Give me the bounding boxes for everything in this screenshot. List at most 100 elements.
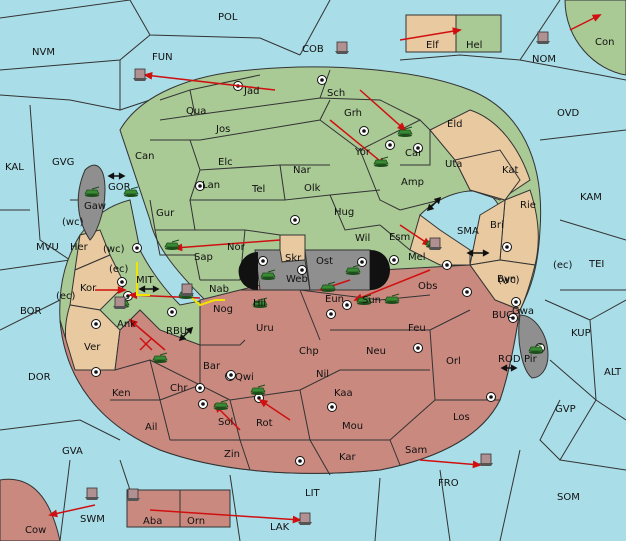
label-tan-0: Uta	[445, 159, 462, 170]
label-green-20: Sap	[194, 252, 213, 263]
supply-center-12	[297, 265, 307, 275]
move-arrow-2	[569, 14, 602, 31]
units	[84, 31, 550, 525]
army-unit-6[interactable]	[345, 264, 361, 275]
label-sea-33: (ec)	[553, 260, 573, 271]
territory-pir	[518, 314, 549, 379]
label-green-8: Car	[405, 148, 423, 159]
label-red-7: Ank	[117, 319, 136, 330]
label-sea-9: KAM	[580, 192, 602, 203]
label-tan-5: Mel	[408, 252, 426, 263]
army-unit-4[interactable]	[164, 239, 180, 250]
supply-center-24	[91, 319, 101, 329]
label-green-1: Sch	[327, 88, 345, 99]
supply-center-21	[327, 402, 337, 412]
label-red-17: Ail	[145, 422, 157, 433]
label-neutral-3: Pir	[524, 354, 538, 365]
supply-center-1	[317, 75, 327, 85]
supply-center-23	[342, 300, 352, 310]
territory-gaw	[77, 164, 106, 241]
fleet-unit-0[interactable]	[335, 41, 349, 54]
army-unit-16[interactable]	[528, 343, 544, 354]
army-unit-14[interactable]	[213, 399, 229, 410]
army-unit-17[interactable]	[252, 297, 268, 308]
fleet-unit-4[interactable]	[113, 296, 127, 309]
red-territories	[59, 264, 521, 474]
label-red-20: Mou	[342, 421, 363, 432]
label-green-7: Yor	[354, 147, 371, 158]
label-sea-1: NVM	[32, 47, 55, 58]
label-red-8: Neu	[366, 346, 386, 357]
label-red-12: Nil	[316, 369, 329, 380]
cancel-cross	[139, 337, 153, 351]
army-unit-9[interactable]	[384, 293, 400, 304]
move-arrow-14	[419, 459, 482, 469]
move-arrow-3	[359, 89, 407, 132]
fleet-unit-2[interactable]	[133, 68, 147, 81]
army-unit-10[interactable]	[356, 294, 372, 305]
label-tan-2: Rie	[520, 200, 536, 211]
army-unit-0[interactable]	[397, 126, 413, 137]
label-tan-7: Her	[70, 242, 89, 253]
fleet-unit-3[interactable]	[180, 283, 194, 296]
label-red-13: Ken	[112, 388, 131, 399]
label-red-18: Rot	[256, 418, 273, 429]
fleet-unit-7[interactable]	[298, 512, 312, 525]
army-unit-13[interactable]	[152, 352, 168, 363]
label-green-13: Olk	[304, 183, 321, 194]
label-red-21: Sam	[405, 445, 427, 456]
label-red-26: Cow	[25, 525, 46, 536]
label-red-6: Feu	[408, 323, 426, 334]
label-sea-0: POL	[218, 12, 238, 23]
label-red-24: Aba	[143, 516, 162, 527]
supply-center-20	[295, 456, 305, 466]
label-sea-18: ROD	[498, 354, 521, 365]
army-unit-7[interactable]	[260, 269, 276, 280]
label-red-5: Uru	[256, 323, 274, 334]
label-sea-8: GOR	[108, 182, 131, 193]
label-sea-31: (ec)	[56, 291, 76, 302]
label-neutral-4: Con	[595, 37, 614, 48]
supply-center-22	[413, 343, 423, 353]
fleet-unit-8[interactable]	[479, 453, 493, 466]
supply-center-3	[385, 140, 395, 150]
army-unit-2[interactable]	[84, 186, 100, 197]
label-sea-2: FUN	[152, 52, 173, 63]
label-sea-29: (wc)	[103, 244, 125, 255]
label-green-14: Gur	[156, 208, 175, 219]
convoy-arrow-4	[178, 326, 194, 342]
fleet-unit-5[interactable]	[85, 487, 99, 500]
army-unit-8[interactable]	[320, 281, 336, 292]
supply-center-30	[226, 370, 236, 380]
supply-center-7	[357, 257, 367, 267]
label-sea-27: LAK	[270, 522, 290, 533]
label-sea-25: LIT	[305, 488, 321, 499]
label-neutral-2: Ost	[316, 256, 333, 267]
label-green-0: Jad	[243, 86, 259, 97]
label-sea-16: KUP	[571, 328, 591, 339]
supply-center-31	[511, 297, 521, 307]
label-red-9: Orl	[446, 356, 461, 367]
army-unit-1[interactable]	[373, 156, 389, 167]
label-tan-1: Kat	[502, 165, 519, 176]
fleet-unit-9[interactable]	[428, 237, 442, 250]
label-green-19: Nor	[227, 242, 246, 253]
label-green-21: Nab	[209, 284, 229, 295]
label-green-11: Amp	[401, 177, 424, 188]
supply-center-28	[413, 143, 423, 153]
army-unit-15[interactable]	[250, 384, 266, 395]
supply-center-10	[486, 392, 496, 402]
fleet-unit-6[interactable]	[126, 488, 140, 501]
label-red-25: Orn	[187, 516, 205, 527]
supply-center-4	[195, 181, 205, 191]
label-green-15: Lan	[202, 180, 220, 191]
army-unit-3[interactable]	[123, 186, 139, 197]
supply-center-13	[326, 309, 336, 319]
label-sea-5: OVD	[557, 108, 580, 119]
label-tan-9: Ver	[84, 342, 101, 353]
label-tan-6: Gwa	[512, 306, 534, 317]
fleet-unit-1[interactable]	[536, 31, 550, 44]
supply-center-5	[290, 215, 300, 225]
supply-center-14	[258, 256, 268, 266]
supply-center-29	[198, 399, 208, 409]
